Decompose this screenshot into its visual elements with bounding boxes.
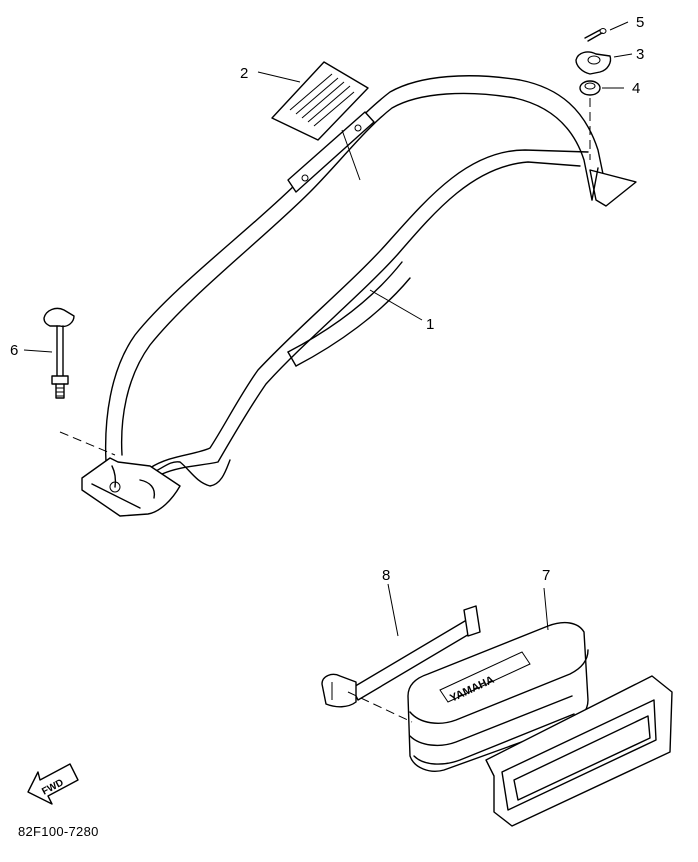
part-2-label (271, 61, 369, 141)
callout-7: 7 (542, 567, 550, 584)
leader-lines (23, 21, 633, 637)
part-1-fender (81, 75, 637, 517)
callout-6: 6 (10, 342, 18, 359)
callout-3: 3 (636, 46, 644, 63)
fwd-arrow-icon: FWD (27, 763, 79, 805)
part-6-bolt (43, 307, 75, 399)
part-4-grommet (579, 80, 601, 96)
part-5-pin (584, 28, 607, 42)
part-3-wing-nut (575, 51, 612, 75)
part-8-band (321, 605, 481, 708)
assembly-line-6 (59, 431, 116, 456)
callout-8: 8 (382, 567, 390, 584)
assembly-line-8 (347, 691, 413, 723)
drawing-code: 82F100-7280 (18, 824, 99, 839)
callout-5: 5 (636, 14, 644, 31)
callout-4: 4 (632, 80, 640, 97)
callout-1: 1 (426, 316, 434, 333)
callout-2: 2 (240, 65, 248, 82)
box-bracket (485, 675, 673, 827)
